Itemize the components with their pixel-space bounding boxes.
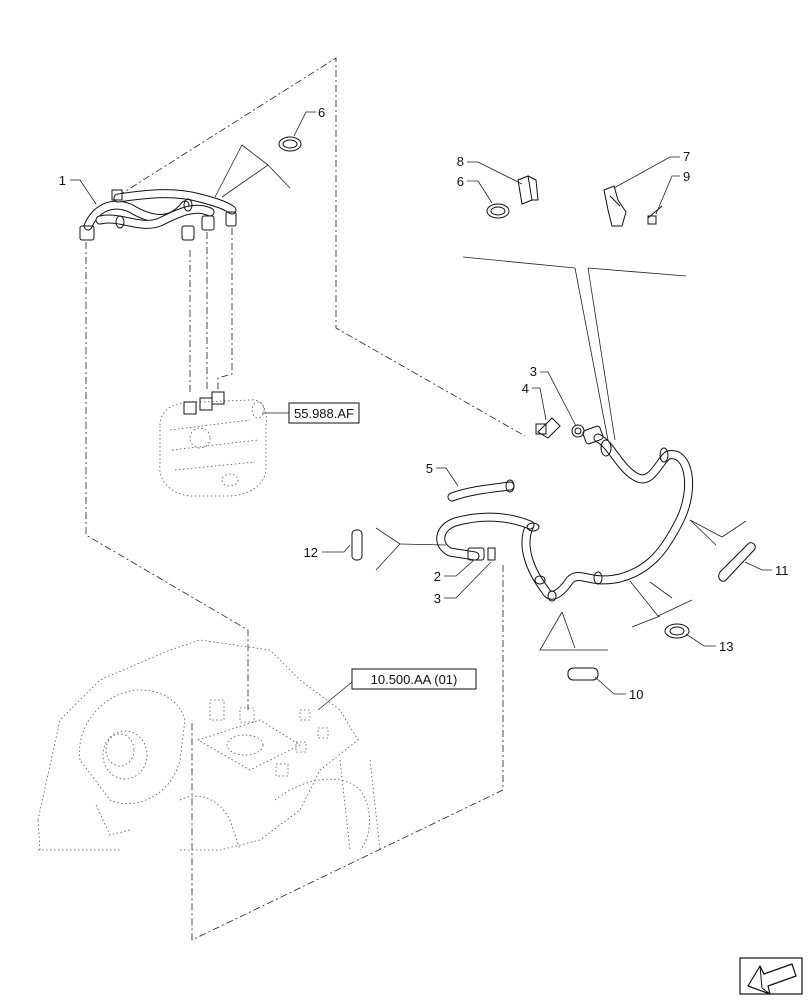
callout-2: 2 (434, 569, 441, 584)
sleeve-part-10[interactable] (567, 667, 599, 681)
fitting-part-2[interactable] (467, 547, 496, 561)
callout-4: 4 (522, 381, 529, 396)
clamp-part-3-upper[interactable] (571, 424, 585, 438)
callout-labels: 1 6 8 6 7 9 3 4 5 12 2 3 11 13 10 (59, 105, 789, 702)
bolt-part-9[interactable] (647, 205, 663, 225)
arrow-back-icon[interactable] (739, 957, 803, 995)
callout-1: 1 (59, 173, 66, 188)
callout-12: 12 (304, 545, 318, 560)
callout-8: 8 (457, 154, 464, 169)
hose-main-right[interactable] (436, 425, 694, 602)
callout-13: 13 (719, 639, 733, 654)
fitting-part-4[interactable] (535, 417, 561, 439)
reference-box-tank[interactable]: 10.500.AA (01) (317, 668, 477, 711)
sleeve-part-11[interactable] (718, 542, 756, 582)
bracket-part-7[interactable] (603, 185, 627, 227)
reference-tank-label: 10.500.AA (01) (371, 672, 458, 687)
clamp-part-6-upper[interactable] (278, 136, 302, 152)
tank-assembly (37, 639, 381, 851)
callout-10: 10 (629, 687, 643, 702)
callout-leaders (70, 111, 772, 695)
bracket-part-8[interactable] (517, 175, 539, 205)
clamp-part-13[interactable] (664, 623, 690, 639)
assembly-leader-lines (85, 57, 526, 941)
callout-6-upper: 6 (318, 105, 325, 120)
callout-7: 7 (683, 149, 690, 164)
callout-3-upper: 3 (530, 364, 537, 379)
callout-6-right: 6 (457, 174, 464, 189)
callout-11: 11 (775, 563, 789, 578)
callout-5: 5 (426, 461, 433, 476)
hose-part-5[interactable] (447, 479, 515, 502)
callout-9: 9 (683, 169, 690, 184)
hose-harness-part-1[interactable] (79, 189, 237, 241)
routing-lines (375, 256, 747, 651)
clamp-part-6-right[interactable] (486, 203, 510, 219)
callout-3-lower: 3 (434, 591, 441, 606)
reference-box-valve[interactable]: 55.988.AF (262, 402, 360, 424)
sleeve-part-12[interactable] (351, 529, 363, 561)
control-valve-assembly (159, 391, 267, 497)
reference-valve-label: 55.988.AF (294, 406, 354, 421)
